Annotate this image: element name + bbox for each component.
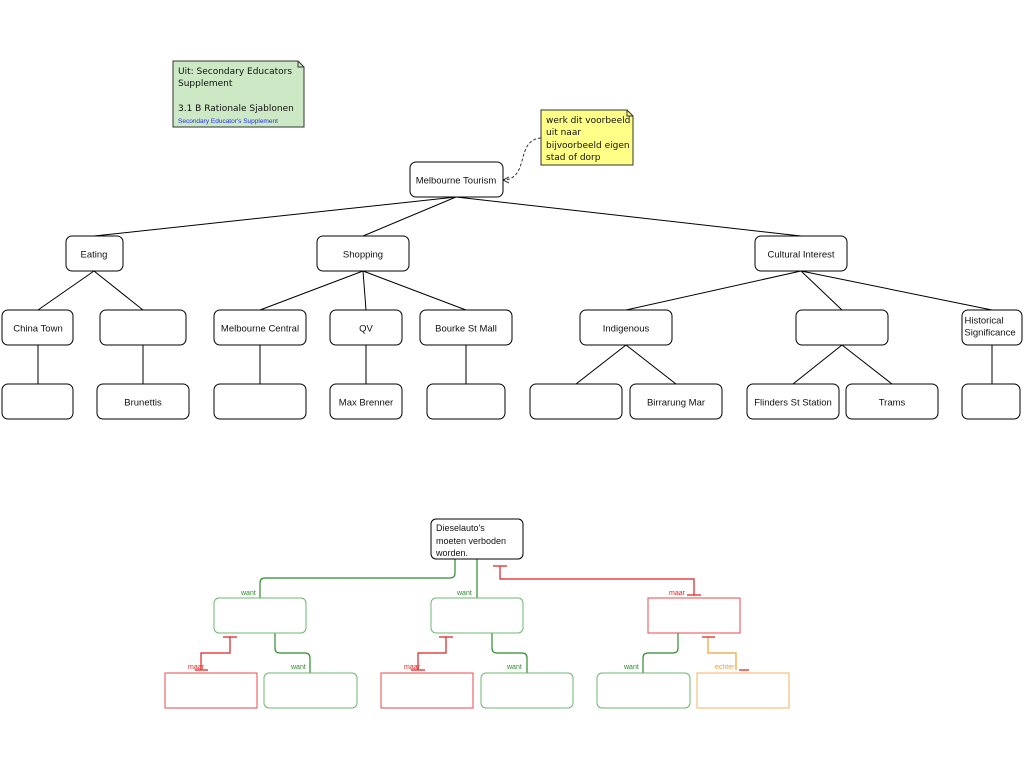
maar-label: maar	[188, 664, 205, 671]
want-label: want	[290, 664, 306, 671]
node-label: Brunettis	[124, 398, 162, 409]
node-empty[interactable]	[99, 309, 187, 346]
node-label: Melbourne Central	[221, 324, 299, 335]
tree-connectors	[37, 196, 993, 385]
maar-label: maar	[404, 664, 421, 671]
reason-node[interactable]	[213, 597, 307, 634]
node-label: China Town	[13, 324, 62, 335]
want-label: want	[240, 590, 256, 597]
objection-node[interactable]	[380, 672, 474, 709]
argument-labels: want want maar maar want maar want want …	[188, 590, 735, 671]
arrow-icon	[501, 176, 510, 184]
want-label: want	[623, 664, 639, 671]
node-label: Trams	[879, 398, 906, 409]
node-max-brenner[interactable]: Max Brenner	[329, 383, 403, 420]
maar-label: maar	[669, 590, 686, 597]
node-empty[interactable]	[795, 309, 889, 346]
node-eating[interactable]: Eating	[65, 235, 124, 272]
node-qv[interactable]: QV	[329, 309, 403, 346]
node-empty[interactable]	[529, 383, 623, 420]
tip-note[interactable]: werk dit voorbeeld uit naar bijvoorbeeld…	[540, 109, 634, 166]
node-empty[interactable]	[213, 383, 307, 420]
note-text: Uit: Secondary Educators	[178, 67, 292, 77]
note-text: uit naar	[546, 128, 581, 138]
node-label: Significance	[964, 328, 1015, 339]
supplement-link[interactable]: Secondary Educator's Supplement	[178, 118, 278, 125]
node-label: Eating	[81, 250, 108, 261]
node-label: Indigenous	[603, 324, 650, 335]
node-empty[interactable]	[1, 383, 74, 420]
node-label: Cultural Interest	[767, 250, 834, 261]
note-text: stad of dorp	[546, 153, 601, 163]
claim-text: worden.	[435, 548, 468, 558]
node-label: Max Brenner	[339, 398, 393, 409]
want-label: want	[456, 590, 472, 597]
node-birrarung-mar[interactable]: Birrarung Mar	[629, 383, 723, 420]
node-root[interactable]: Melbourne Tourism	[409, 161, 504, 198]
note-text: 3.1 B Rationale Sjablonen	[178, 104, 294, 114]
node-cultural-interest[interactable]: Cultural Interest	[754, 235, 848, 272]
reason-node[interactable]	[430, 597, 524, 634]
want-label: want	[506, 664, 522, 671]
note-text: werk dit voorbeeld	[546, 116, 630, 126]
node-label: Birrarung Mar	[647, 398, 705, 409]
objection-node[interactable]	[164, 672, 258, 709]
node-china-town[interactable]: China Town	[1, 309, 74, 346]
reason-node[interactable]	[480, 672, 574, 709]
node-melbourne-central[interactable]: Melbourne Central	[213, 309, 307, 346]
argument-connectors	[195, 559, 749, 673]
node-flinders-st-station[interactable]: Flinders St Station	[746, 383, 840, 420]
node-label: Flinders St Station	[754, 398, 832, 409]
note-connector	[503, 137, 542, 181]
node-label: Melbourne Tourism	[416, 176, 497, 187]
node-shopping[interactable]: Shopping	[316, 235, 410, 272]
node-brunettis[interactable]: Brunettis	[96, 383, 190, 420]
node-label: Bourke St Mall	[435, 324, 497, 335]
node-empty[interactable]	[426, 383, 506, 420]
note-text: bijvoorbeeld eigen	[546, 141, 630, 151]
reason-node[interactable]	[596, 672, 691, 709]
claim-node[interactable]: Dieselauto's moeten verboden worden.	[430, 518, 524, 560]
source-note[interactable]: Uit: Secondary Educators Supplement 3.1 …	[172, 60, 305, 128]
objection-node[interactable]	[647, 597, 741, 634]
reason-node[interactable]	[263, 672, 358, 709]
node-indigenous[interactable]: Indigenous	[579, 309, 673, 346]
note-text: Supplement	[178, 79, 233, 89]
node-label: QV	[359, 324, 373, 335]
claim-text: moeten verboden	[436, 536, 506, 546]
node-bourke-st-mall[interactable]: Bourke St Mall	[419, 309, 513, 346]
node-empty[interactable]	[961, 383, 1021, 420]
claim-text: Dieselauto's	[436, 523, 485, 533]
echter-label: echter	[715, 664, 735, 671]
node-trams[interactable]: Trams	[845, 383, 939, 420]
rebuttal-node[interactable]	[696, 672, 790, 709]
node-label: Shopping	[343, 250, 383, 261]
node-label: Historical	[964, 316, 1003, 327]
